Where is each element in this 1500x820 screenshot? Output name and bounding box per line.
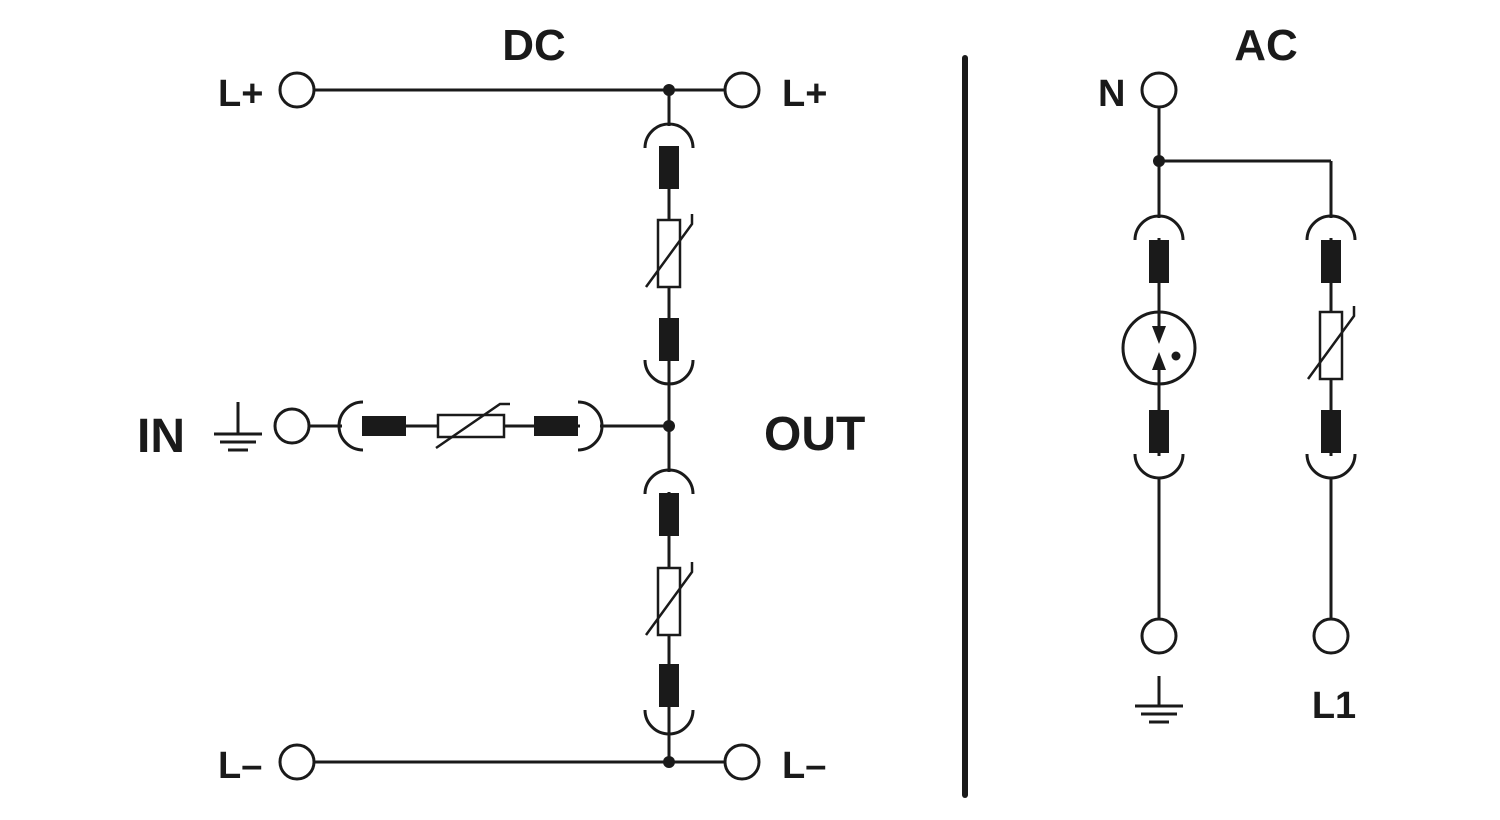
gas-discharge-block: [1321, 410, 1341, 453]
gas-discharge-block: [659, 146, 679, 189]
dc-top-rail: L+ L+: [218, 71, 827, 115]
l-plus-in-terminal: [278, 71, 316, 109]
l-minus-right-label: L–: [782, 745, 826, 787]
n-label: N: [1098, 73, 1125, 115]
n-terminal: [1140, 71, 1178, 109]
ac-junction-dot: [1153, 155, 1165, 167]
pe-terminal: [1140, 617, 1178, 655]
varistor-ac: [1306, 306, 1356, 381]
earth-in-terminal: [273, 407, 311, 445]
ground-icon: [1135, 676, 1183, 724]
gas-discharge-block: [362, 416, 406, 436]
ac-left-branch: [1121, 214, 1197, 724]
l-plus-left-label: L+: [218, 73, 263, 115]
ac-title: AC: [1234, 21, 1298, 70]
varistor-horizontal: [435, 402, 510, 450]
fuse-cap-top: [643, 468, 695, 495]
dc-earth-branch: IN: [137, 400, 669, 463]
l1-terminal: [1312, 617, 1350, 655]
gas-discharge-block: [534, 416, 578, 436]
gas-discharge-block: [659, 493, 679, 536]
ac-section: AC N: [1098, 21, 1357, 727]
gas-discharge-block: [1149, 240, 1169, 283]
l-minus-in-terminal: [278, 743, 316, 781]
fuse-cap-bottom: [1305, 453, 1357, 480]
fuse-cap-top: [643, 122, 695, 149]
gas-discharge-block: [659, 318, 679, 361]
dc-title: DC: [502, 21, 566, 70]
l-minus-left-label: L–: [218, 745, 262, 787]
gas-discharge-tube-icon: [1121, 310, 1197, 386]
fuse-cap-right: [577, 400, 604, 452]
l-plus-right-label: L+: [782, 73, 827, 115]
ground-icon: [214, 402, 262, 452]
gas-discharge-block: [1149, 410, 1169, 453]
out-label: OUT: [764, 408, 865, 461]
fuse-cap-bottom: [643, 709, 695, 736]
gas-discharge-block: [659, 664, 679, 707]
varistor-lower: [644, 562, 694, 637]
dc-upper-branch: [643, 90, 695, 426]
dc-lower-branch: [643, 426, 695, 762]
dc-section: DC L+ L+ L– L–: [137, 21, 865, 787]
fuse-cap-top: [1305, 214, 1357, 241]
l1-label: L1: [1312, 685, 1356, 727]
l-minus-out-terminal: [723, 743, 761, 781]
fuse-cap-top: [1133, 214, 1185, 241]
in-label: IN: [137, 410, 185, 463]
ac-right-branch: L1: [1305, 214, 1357, 727]
fuse-cap-bottom: [643, 359, 695, 386]
fuse-cap-bottom: [1133, 453, 1185, 480]
gas-discharge-block: [1321, 240, 1341, 283]
dc-bottom-rail: L– L–: [218, 743, 826, 787]
varistor-upper: [644, 214, 694, 289]
fuse-cap-left: [337, 400, 364, 452]
l-plus-out-terminal: [723, 71, 761, 109]
